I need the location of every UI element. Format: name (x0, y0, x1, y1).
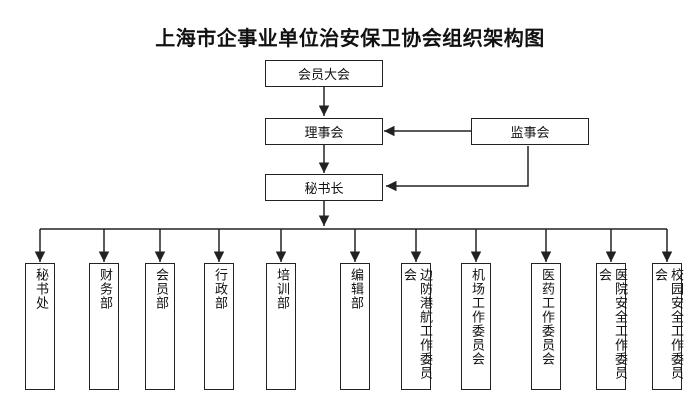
department-label: 会员部 (153, 268, 168, 310)
department-label: 校园安全工作委员会 (652, 268, 683, 380)
department-label: 培训部 (274, 268, 289, 310)
supervisory-board-label: 监事会 (510, 126, 550, 141)
department-box-hospital-committee: 医院安全工作委员会 (596, 263, 627, 390)
general-assembly-box: 会员大会 (265, 60, 383, 87)
council-label: 理事会 (304, 126, 344, 141)
department-box-editorial: 编辑部 (340, 263, 370, 390)
department-box-pharma-committee: 医药工作委员会 (531, 263, 561, 390)
department-label: 机场工作委员会 (469, 268, 484, 366)
department-box-border-port-committee: 边防港航工作委员会 (401, 263, 432, 390)
department-box-secretariat: 秘书处 (25, 263, 55, 390)
department-label: 编辑部 (348, 268, 363, 310)
department-box-training: 培训部 (266, 263, 296, 390)
department-box-administration: 行政部 (204, 263, 234, 390)
supervisory-board-box: 监事会 (471, 118, 589, 145)
council-box: 理事会 (265, 118, 383, 145)
department-label: 行政部 (212, 268, 227, 310)
connector-supervisory-secretary (386, 146, 529, 192)
department-label: 医院安全工作委员会 (596, 268, 627, 380)
secretary-general-box: 秘书长 (265, 174, 383, 201)
department-box-membership: 会员部 (145, 263, 175, 390)
department-label: 秘书处 (33, 268, 48, 310)
department-label: 医药工作委员会 (539, 268, 554, 366)
department-box-finance: 财务部 (89, 263, 119, 390)
department-label: 财务部 (97, 268, 112, 310)
department-box-airport-committee: 机场工作委员会 (461, 263, 491, 390)
chart-title: 上海市企事业单位治安保卫协会组织架构图 (155, 26, 545, 50)
department-label: 边防港航工作委员会 (401, 268, 432, 380)
general-assembly-label: 会员大会 (297, 68, 350, 83)
department-box-campus-committee: 校园安全工作委员会 (652, 263, 683, 390)
secretary-general-label: 秘书长 (304, 182, 344, 197)
